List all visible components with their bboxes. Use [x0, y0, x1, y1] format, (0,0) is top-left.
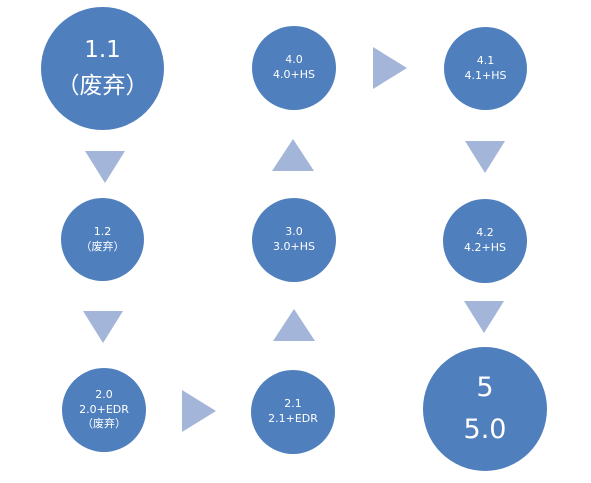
arrow-down-icon — [85, 151, 125, 183]
version-label: 3.0 — [285, 225, 303, 239]
version-4-2-node: 4.2 4.2+HS — [443, 199, 527, 283]
version-label: 4.0 — [285, 53, 303, 67]
variant-label: 2.0+EDR — [79, 402, 129, 416]
version-label: 1.2 — [93, 224, 112, 238]
version-5-node: 5 5.0 — [423, 347, 547, 471]
arrow-down-icon — [464, 301, 504, 333]
version-label: 4.1 — [476, 53, 495, 67]
deprecated-label: （废弃） — [56, 72, 149, 99]
variant-label: 4.1+HS — [464, 68, 507, 82]
deprecated-label: （废弃） — [80, 239, 125, 253]
variant-label: 5.0 — [463, 414, 507, 445]
arrow-right-icon — [373, 47, 407, 89]
arrow-right-icon — [182, 390, 216, 432]
version-label: 5 — [476, 372, 494, 404]
arrow-down-icon — [465, 141, 505, 173]
variant-label: 3.0+HS — [273, 240, 315, 253]
version-1-2-node: 1.2 （废弃） — [61, 198, 144, 281]
variant-label: 4.0+HS — [273, 68, 315, 81]
variant-label: 4.2+HS — [464, 241, 506, 254]
version-label: 4.2 — [476, 226, 494, 240]
version-2-0-node: 2.0 2.0+EDR （废弃） — [62, 368, 146, 452]
version-label: 1.1 — [84, 36, 121, 63]
version-4-1-node: 4.1 4.1+HS — [444, 27, 527, 110]
version-1-1-node: 1.1 （废弃） — [41, 7, 164, 130]
version-label: 2.1 — [284, 397, 302, 411]
arrow-down-icon — [83, 311, 123, 343]
version-3-0-node: 3.0 3.0+HS — [252, 198, 336, 282]
arrow-up-icon — [272, 139, 314, 171]
deprecated-label: （废弃） — [82, 417, 126, 431]
version-2-1-node: 2.1 2.1+EDR — [251, 370, 335, 454]
variant-label: 2.1+EDR — [268, 412, 318, 425]
version-label: 2.0 — [95, 387, 113, 401]
version-4-0-node: 4.0 4.0+HS — [252, 26, 336, 110]
arrow-up-icon — [273, 309, 315, 341]
